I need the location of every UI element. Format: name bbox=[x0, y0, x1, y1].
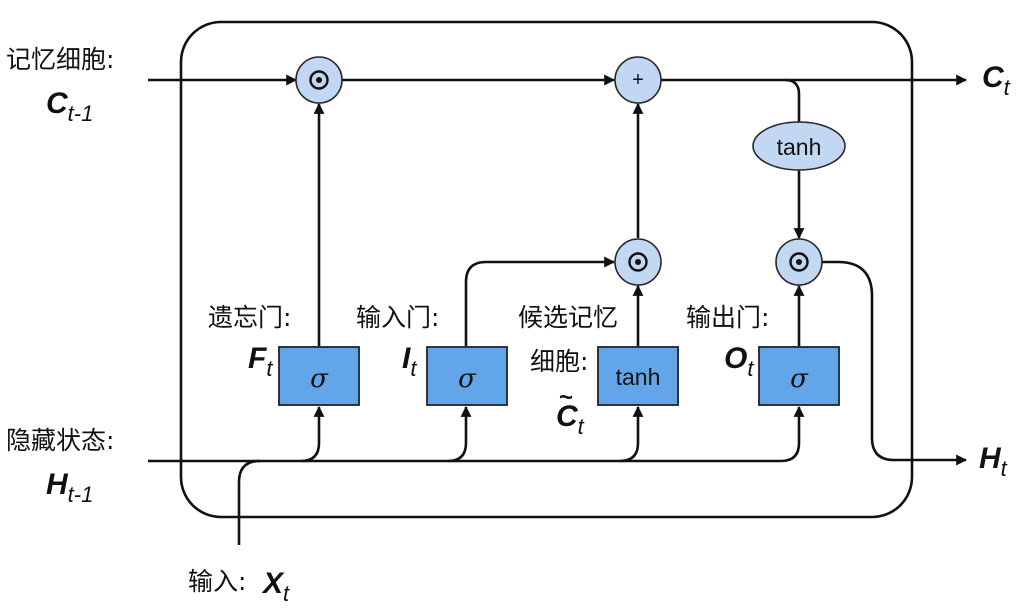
input-gate-var: It bbox=[402, 342, 417, 381]
forget-gate-var: Ft bbox=[248, 342, 273, 381]
candidate-var: Ct bbox=[556, 400, 585, 439]
input-x-wire bbox=[237, 459, 261, 545]
plus-icon: + bbox=[632, 69, 644, 91]
forget-gate-label: 遗忘门: bbox=[208, 303, 291, 332]
hidden-out-wire bbox=[822, 260, 968, 466]
hidden-state-label: 隐藏状态: bbox=[6, 426, 114, 455]
circled-dot-icon bbox=[789, 252, 809, 272]
hidden-state-var: Ht-1 bbox=[46, 468, 93, 507]
bus-to-forget-wire bbox=[300, 405, 325, 463]
add-node-circle bbox=[614, 56, 662, 104]
input-gate-label: 输入门: bbox=[356, 303, 439, 332]
sigma-label: σ bbox=[458, 364, 477, 394]
candidate-tilde: ~ bbox=[559, 384, 573, 411]
add-node: + bbox=[614, 56, 662, 104]
memory-cell-var: Ct-1 bbox=[46, 87, 93, 126]
output-gate-box: σ bbox=[758, 346, 840, 406]
candidate-box: tanh bbox=[597, 346, 679, 406]
input-gate-to-mult-wire bbox=[464, 256, 616, 346]
hidden-out-var: Ht bbox=[979, 442, 1008, 481]
tanh-ellipse bbox=[752, 121, 846, 171]
output-multiply-node bbox=[775, 238, 823, 286]
tanh-label: tanh bbox=[777, 134, 822, 160]
bus-to-input-wire bbox=[447, 405, 472, 463]
output-gate-var: Ot bbox=[724, 342, 754, 381]
sigma-label: σ bbox=[310, 364, 329, 394]
hidden-bus-wire bbox=[148, 405, 805, 463]
circled-dot-icon bbox=[309, 70, 329, 90]
candidate-label-line1: 候选记忆 bbox=[518, 303, 618, 332]
output-gate-label: 输出门: bbox=[686, 303, 769, 332]
tanh-label: tanh bbox=[616, 364, 661, 390]
candidate-multiply-node bbox=[614, 238, 662, 286]
memory-cell-label: 记忆细胞: bbox=[6, 45, 114, 74]
forget-gate-box: σ bbox=[278, 346, 360, 406]
input-var: Xt bbox=[261, 567, 290, 606]
cell-out-var: Ct bbox=[982, 61, 1011, 100]
input-gate-box: σ bbox=[426, 346, 508, 406]
cell-to-tanh-wire bbox=[784, 78, 801, 122]
sigma-label: σ bbox=[790, 364, 809, 394]
circled-dot-icon bbox=[628, 252, 648, 272]
candidate-label-line2: 细胞: bbox=[530, 347, 588, 376]
bus-to-candidate-wire bbox=[619, 405, 644, 463]
input-label: 输入: bbox=[188, 567, 246, 596]
forget-multiply-node bbox=[295, 56, 343, 104]
cell-frame bbox=[179, 20, 914, 519]
tanh-node: tanh bbox=[752, 121, 846, 171]
